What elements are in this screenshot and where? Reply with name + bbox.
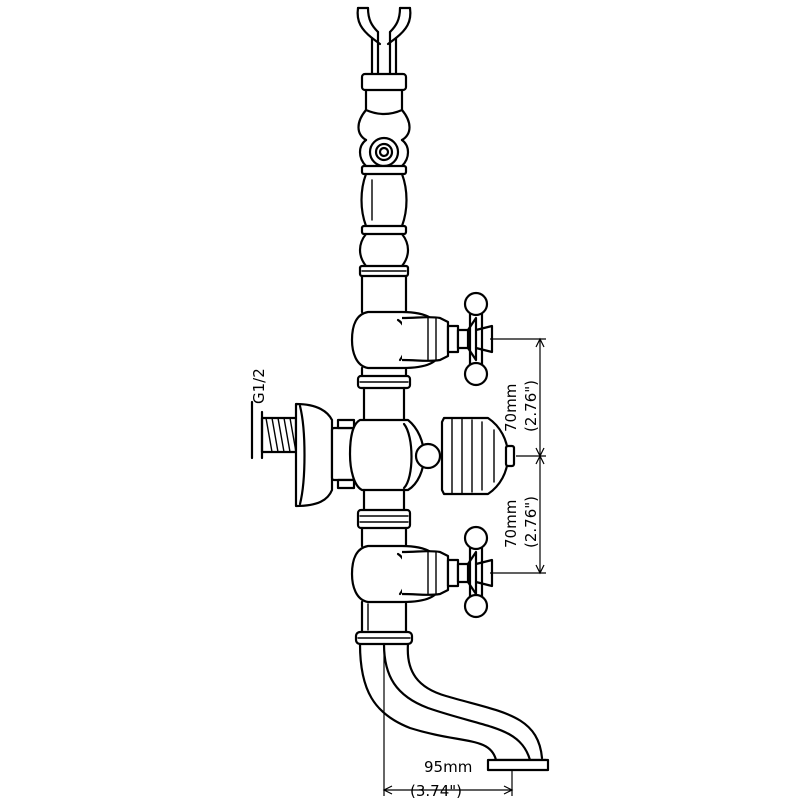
diverter-body (348, 416, 516, 496)
upper-spacing-in-label: (2.76") (522, 380, 540, 432)
lower-pole (354, 600, 414, 646)
wall-connection (250, 400, 356, 508)
thread-label: G1/2 (250, 368, 268, 404)
spout-reach-mm-label: 95mm (424, 758, 472, 776)
lower-valve (350, 525, 494, 619)
upper-pole (357, 108, 411, 314)
middle-pole (356, 366, 412, 422)
lower-spacing-in-label: (2.76") (522, 496, 540, 548)
upper-spacing-mm-label: 70mm (502, 384, 520, 432)
lower-spacing-mm-label: 70mm (502, 500, 520, 548)
bath-spout (358, 642, 550, 772)
dimension-lines (251, 337, 546, 796)
spout-reach-in-label: (3.74") (410, 782, 462, 800)
lower-pole-middle (356, 488, 412, 548)
upper-valve (350, 291, 494, 387)
shower-holder (356, 6, 412, 116)
